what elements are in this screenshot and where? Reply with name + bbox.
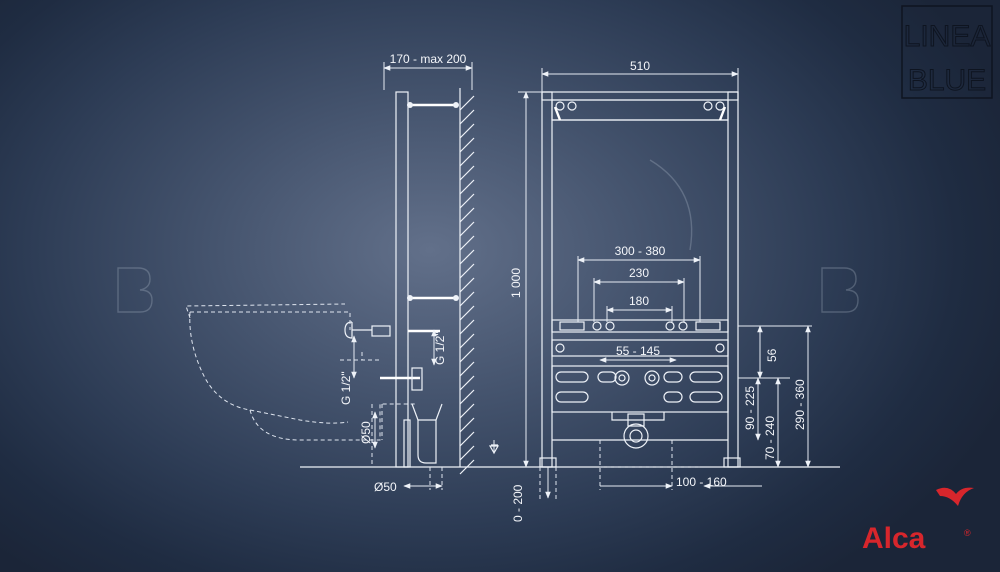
hatch-line [459, 137, 475, 153]
hatch-line [459, 291, 475, 307]
alca-logo-text: Alca [862, 522, 926, 555]
right-post [727, 91, 739, 468]
hatch-line [459, 109, 475, 125]
mounting-plate [551, 365, 729, 413]
valve-right [644, 370, 660, 386]
hatch-line [459, 95, 475, 111]
side-view-dimensions: 170 - max 200 G 1/2" G 1/2" Ø50 Ø50 [339, 52, 500, 494]
front-view-dimensions: 510 1 000 300 - 380 230 180 55 - 145 100… [509, 59, 812, 522]
drain-offset-label: 100 - 160 [676, 475, 727, 489]
hatch-line [459, 179, 475, 195]
linea-blue-logo: LINEA BLUE [901, 5, 993, 99]
tap-spacing-mid-label: 230 [629, 266, 649, 280]
frame-width-label: 510 [630, 59, 650, 73]
front-drain [623, 423, 649, 449]
hatch-line [459, 193, 475, 209]
drain-dia-label-lower: Ø50 [374, 480, 397, 494]
hatch-line [459, 123, 475, 139]
frame-post [395, 91, 409, 468]
bird-icon [936, 487, 974, 506]
tap-spacing-outer-label: 300 - 380 [615, 244, 666, 258]
d90-225-label: 90 - 225 [743, 386, 757, 430]
hatch-line [459, 375, 475, 391]
hatch-line [459, 431, 475, 447]
valve-left [614, 370, 630, 386]
valve-handle [344, 321, 372, 339]
hatch-line [459, 305, 475, 321]
hatch-line [459, 221, 475, 237]
alca-logo: Alca ® [862, 487, 974, 555]
left-post [541, 91, 553, 468]
valve-spacing-label: 55 - 145 [616, 344, 660, 358]
valve-body [371, 325, 391, 337]
side-view [185, 88, 475, 490]
wall-hatching [459, 95, 475, 475]
hatch-line [459, 417, 475, 433]
hatch-line [459, 333, 475, 349]
thread-label-lower: G 1/2" [433, 331, 447, 365]
frame-height-label: 1 000 [509, 268, 523, 298]
hatch-line [459, 151, 475, 167]
drain-dia-label-upper: Ø50 [359, 421, 373, 444]
hatch-line [459, 347, 475, 363]
d70-240-label: 70 - 240 [763, 416, 777, 460]
front-view [539, 91, 741, 500]
ghost-watermark [117, 159, 859, 313]
registered-mark: ® [964, 528, 971, 538]
top-crossbar [541, 91, 739, 101]
hatch-line [459, 165, 475, 181]
hatch-line [459, 207, 475, 223]
hatch-line [459, 445, 475, 461]
floor-offset-label: 0 - 200 [511, 484, 525, 522]
d290-360-label: 290 - 360 [793, 379, 807, 430]
hatch-line [459, 361, 475, 377]
hatch-line [459, 249, 475, 265]
wall-depth-label: 170 - max 200 [390, 52, 467, 66]
svg-text:BLUE: BLUE [908, 64, 986, 97]
hatch-line [459, 459, 475, 475]
drain-elbow [417, 419, 437, 464]
hatch-line [459, 277, 475, 293]
hatch-line [459, 263, 475, 279]
thread-label-upper: G 1/2" [339, 371, 353, 405]
hatch-line [459, 389, 475, 405]
tap-rail [551, 319, 729, 333]
tap-spacing-inner-label: 180 [629, 294, 649, 308]
hatch-line [459, 319, 475, 335]
hatch-line [459, 235, 475, 251]
d56-label: 56 [765, 348, 779, 362]
bidet-outline [189, 311, 351, 424]
svg-text:LINEA: LINEA [904, 20, 991, 53]
hatch-line [459, 403, 475, 419]
